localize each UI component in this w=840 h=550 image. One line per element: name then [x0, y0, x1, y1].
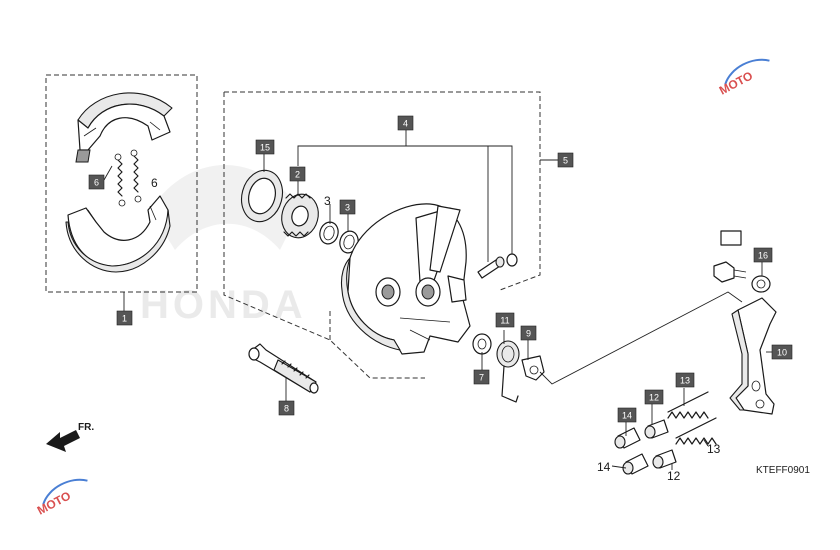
- moto-logo-top: MOTO: [717, 58, 770, 98]
- diagram-code: KTEFF0901: [756, 465, 810, 476]
- svg-text:5: 5: [563, 156, 568, 166]
- callout-16: 16: [753, 247, 773, 263]
- callout-2: 2: [289, 166, 306, 182]
- brake-shoe-lower: [65, 195, 171, 273]
- callout-12: 12: [644, 389, 664, 405]
- svg-text:13: 13: [680, 376, 690, 386]
- callout-10: 10: [771, 344, 793, 360]
- dust-seal: [240, 169, 284, 223]
- leader-lines: [103, 130, 772, 470]
- callout-3: 3: [339, 199, 356, 215]
- svg-text:8: 8: [284, 404, 289, 414]
- return-spring: [496, 340, 520, 403]
- callout-1: 1: [116, 310, 133, 326]
- callout-8: 8: [278, 400, 295, 416]
- return-spring-pair: [114, 149, 142, 207]
- label-12: 12: [667, 469, 681, 483]
- callout-4: 4: [397, 115, 414, 131]
- brake-arm: [729, 297, 777, 415]
- callout-13: 13: [675, 372, 695, 388]
- callout-5: 5: [557, 152, 574, 168]
- thrust-washers: [319, 221, 359, 254]
- brake-shoe-group-frame: [45, 74, 198, 293]
- brake-panel: [340, 203, 471, 355]
- svg-text:14: 14: [622, 411, 632, 421]
- moto-logo-bottom: MOTO: [35, 478, 88, 518]
- svg-text:6: 6: [94, 178, 99, 188]
- brake-panel-group-frame: [223, 91, 541, 379]
- adjuster-joints: [644, 419, 677, 469]
- callout-6: 6: [88, 174, 105, 190]
- svg-text:10: 10: [777, 348, 787, 358]
- label-13: 13: [707, 442, 721, 456]
- wear-indicator: [521, 355, 545, 381]
- cam-pin-and-nut: [477, 253, 518, 279]
- label-3: 3: [324, 194, 331, 208]
- callout-11: 11: [495, 312, 515, 328]
- front-direction-arrow: FR.: [46, 422, 94, 452]
- arm-bolt: [713, 230, 747, 283]
- arm-nut: [751, 275, 771, 293]
- svg-text:15: 15: [260, 143, 270, 153]
- callout-14: 14: [617, 407, 637, 423]
- svg-text:4: 4: [403, 119, 408, 129]
- brake-cam-shaft: [248, 343, 319, 394]
- felt-washer: [472, 333, 492, 355]
- callout-15: 15: [255, 139, 275, 155]
- moto-logo-text-top: MOTO: [717, 68, 755, 97]
- leader-9-to-arm: [539, 291, 743, 385]
- moto-logo-text-bottom: MOTO: [35, 488, 73, 517]
- callout-9: 9: [520, 325, 537, 341]
- svg-text:7: 7: [479, 373, 484, 383]
- label-14: 14: [597, 460, 611, 474]
- svg-text:11: 11: [500, 316, 509, 326]
- svg-text:9: 9: [526, 329, 531, 339]
- callout-7: 7: [473, 369, 490, 385]
- speedometer-gear: [281, 193, 319, 239]
- svg-text:1: 1: [122, 314, 127, 324]
- watermark-brand-text: HONDA: [140, 283, 307, 327]
- front-direction-label: FR.: [78, 422, 94, 433]
- brake-shoe-upper: [75, 92, 173, 163]
- svg-text:3: 3: [345, 203, 350, 213]
- svg-text:2: 2: [295, 170, 300, 180]
- svg-text:16: 16: [758, 251, 768, 261]
- label-6: 6: [151, 176, 158, 190]
- adjuster-nuts: [614, 427, 649, 475]
- adjuster-springs: [667, 391, 717, 445]
- svg-text:12: 12: [649, 393, 659, 403]
